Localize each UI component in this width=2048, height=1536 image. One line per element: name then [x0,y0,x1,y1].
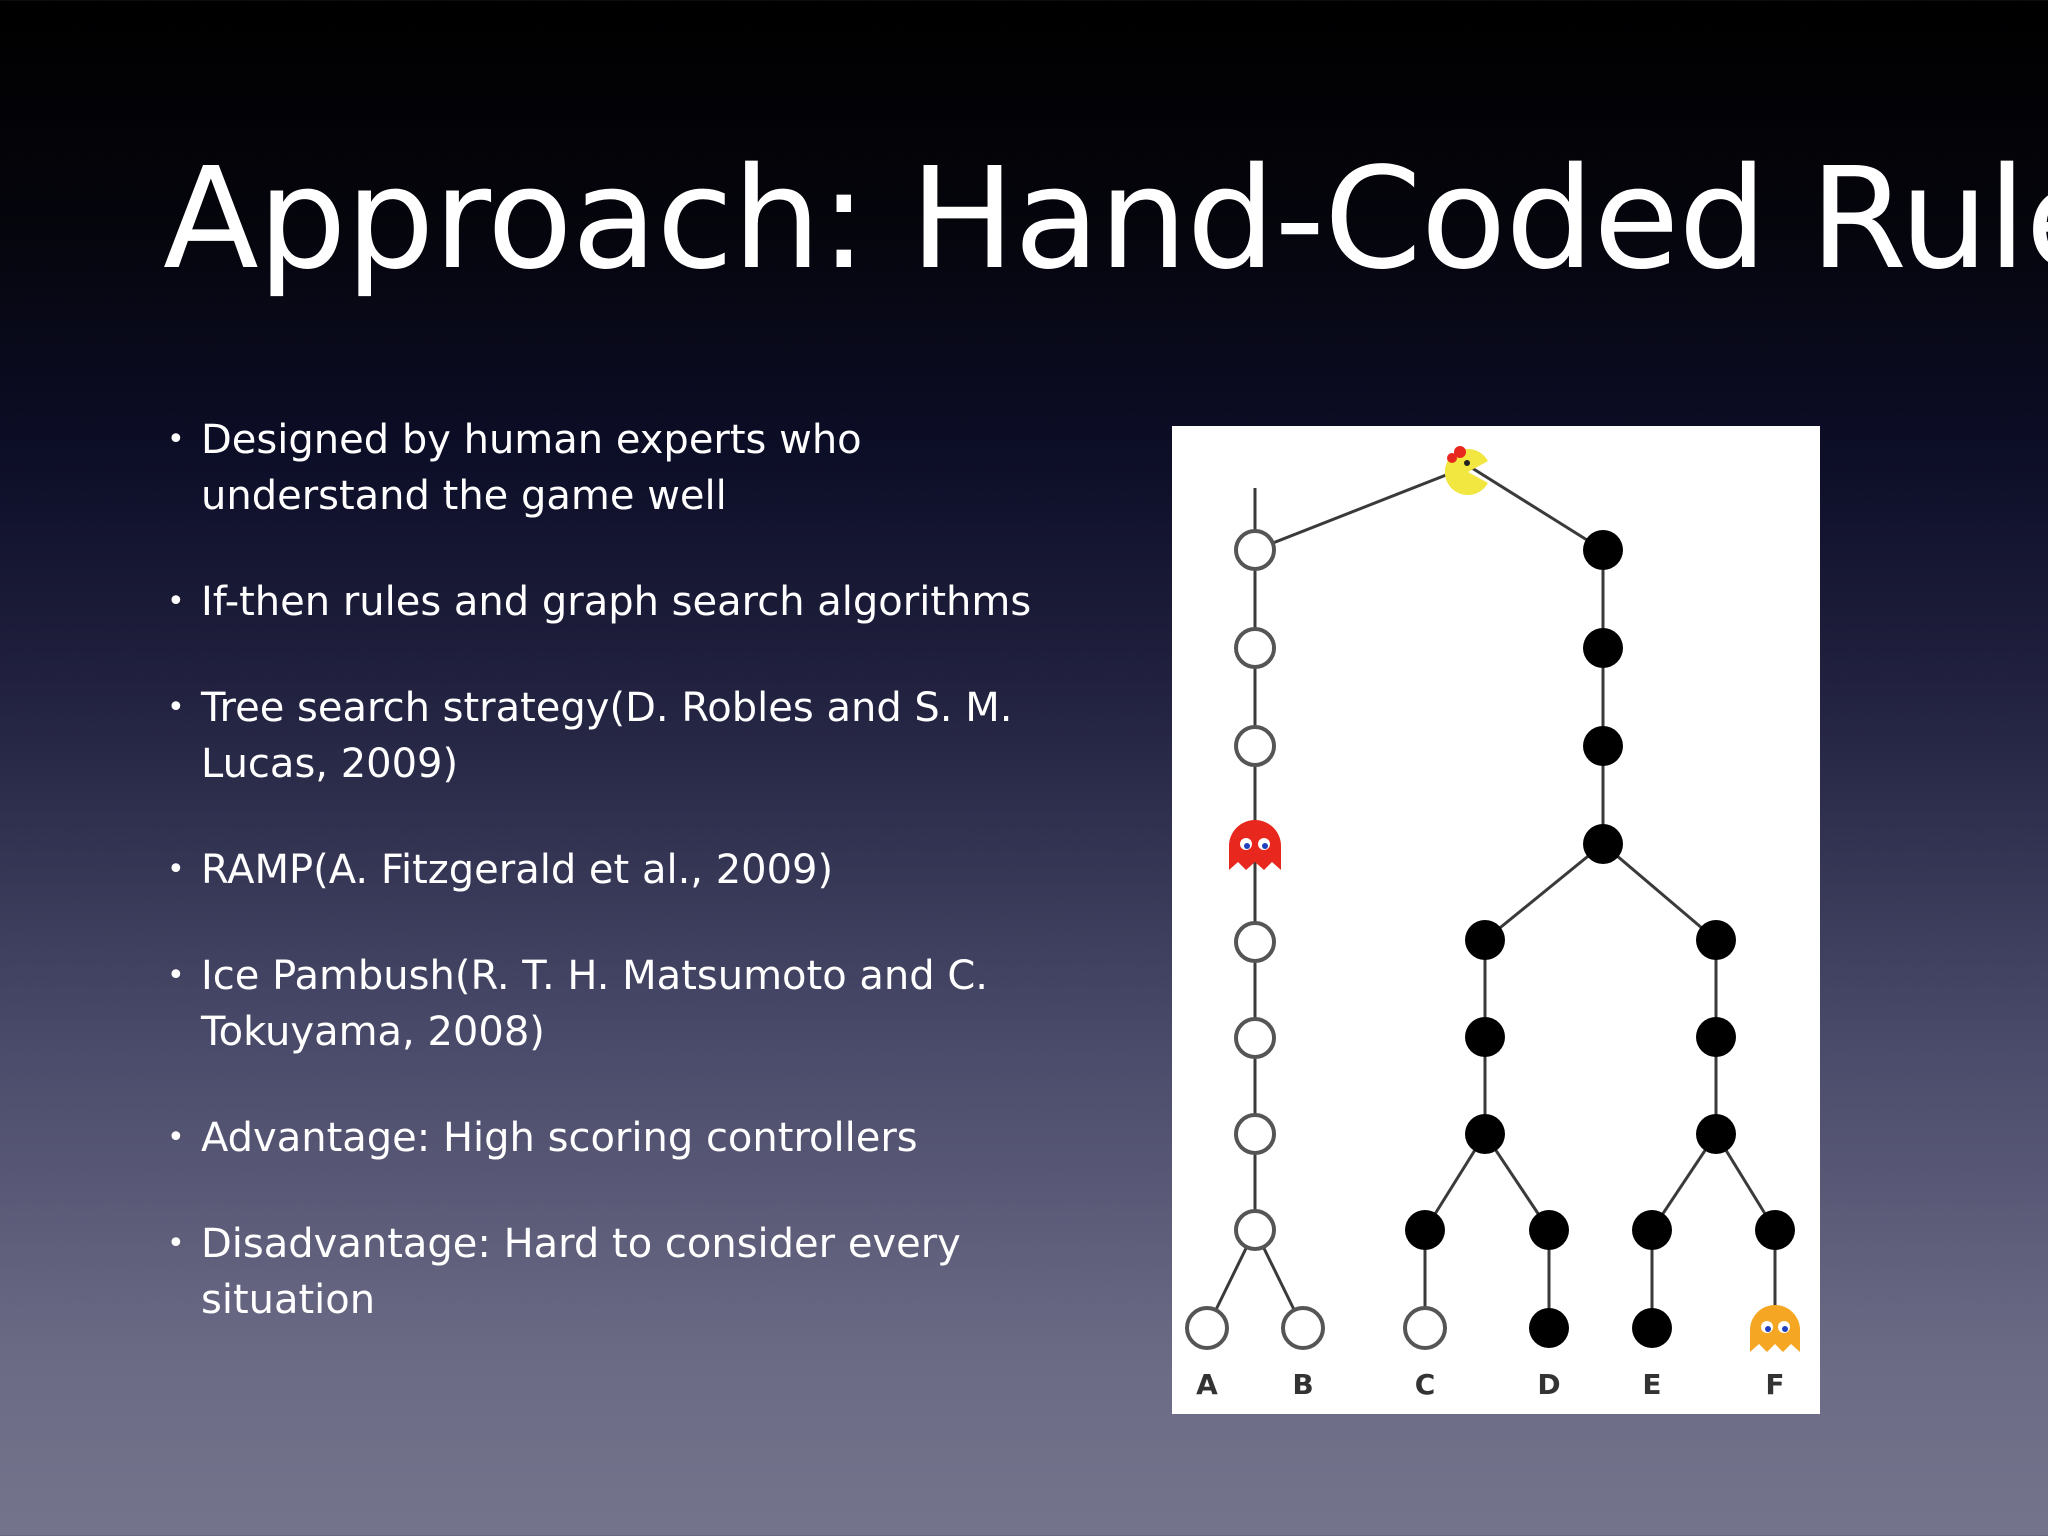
bullet-text: Tree search strategy(D. Robles and S. M.… [201,685,1013,787]
bullet-item: • Ice Pambush(R. T. H. Matsumoto and C. T… [163,948,1043,1060]
bullet-text: Designed by human experts who understand… [201,417,862,519]
bullet-text: Ice Pambush(R. T. H. Matsumoto and C. To… [201,953,988,1055]
open-node [1185,1306,1229,1350]
closed-node [1465,1017,1505,1057]
bullet-text: If-then rules and graph search algorithm… [201,579,1032,625]
bullet-item: • Designed by human experts who understan… [163,412,1043,524]
open-node [1234,1209,1276,1251]
leaf-label-a: A [1196,1368,1218,1401]
open-node [1403,1306,1447,1350]
closed-node [1529,1210,1569,1250]
leaf-labels: A B C D E F [1196,1368,1784,1401]
bullet-item: • Tree search strategy(D. Robles and S. M… [163,680,1043,792]
open-node [1234,529,1276,571]
bullet-text: Advantage: High scoring controllers [201,1115,918,1161]
tree-edges [1205,466,1777,1329]
leaf-label-b: B [1292,1368,1313,1401]
orange-ghost-icon [1750,1305,1800,1352]
closed-node [1465,920,1505,960]
bullet-dot-icon: • [167,852,185,887]
bullet-dot-icon: • [167,1120,185,1155]
open-node [1281,1306,1325,1350]
closed-node [1696,1114,1736,1154]
bullet-text: Disadvantage: Hard to consider every sit… [201,1221,961,1323]
bullet-list: • Designed by human experts who understan… [163,412,1043,1378]
closed-node [1696,920,1736,960]
closed-node [1696,1017,1736,1057]
leaf-label-c: C [1415,1368,1436,1401]
closed-node [1583,628,1623,668]
closed-node [1583,824,1623,864]
bullet-dot-icon: • [167,958,185,993]
closed-nodes [1405,530,1795,1348]
bullet-item: • If-then rules and graph search algorith… [163,574,1043,630]
closed-node [1755,1210,1795,1250]
open-nodes [1185,529,1447,1350]
closed-node [1465,1114,1505,1154]
bullet-dot-icon: • [167,690,185,725]
closed-node [1529,1308,1569,1348]
tree-search-figure: A B C D E F [1172,426,1820,1414]
open-node [1234,725,1276,767]
bullet-dot-icon: • [167,1226,185,1261]
open-node [1234,921,1276,963]
closed-node [1405,1210,1445,1250]
bullet-item: • Advantage: High scoring controllers [163,1110,1043,1166]
bullet-text: RAMP(A. Fitzgerald et al., 2009) [201,847,834,893]
leaf-label-e: E [1642,1368,1661,1401]
red-ghost-icon [1229,820,1281,870]
closed-node [1583,530,1623,570]
bullet-dot-icon: • [167,584,185,619]
leaf-label-f: F [1765,1368,1784,1401]
slide-title: Approach: Hand-Coded Rule [163,138,2048,301]
pacman-icon [1444,446,1488,495]
open-node [1234,1017,1276,1059]
leaf-label-d: D [1537,1368,1560,1401]
tree-search-diagram: A B C D E F [1185,446,1800,1401]
bullet-dot-icon: • [167,422,185,457]
closed-node [1583,726,1623,766]
bullet-item: • RAMP(A. Fitzgerald et al., 2009) [163,842,1043,898]
open-node [1234,1113,1276,1155]
closed-node [1632,1308,1672,1348]
bullet-item: • Disadvantage: Hard to consider every si… [163,1216,1043,1328]
closed-node [1632,1210,1672,1250]
open-node [1234,627,1276,669]
